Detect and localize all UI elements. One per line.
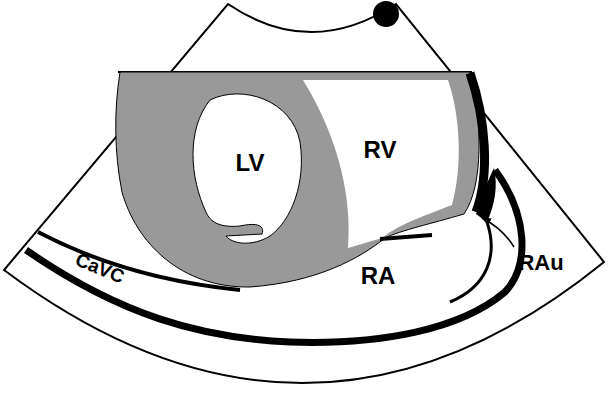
chamber-label: LV bbox=[236, 151, 265, 175]
rv-wall bbox=[470, 73, 485, 212]
atrial-inner-wall bbox=[450, 222, 491, 302]
auricle bbox=[476, 168, 496, 222]
chamber-label: RA bbox=[361, 264, 396, 288]
probe-marker bbox=[373, 1, 399, 27]
pointer-arrow bbox=[482, 218, 514, 247]
structure-label: RAu bbox=[518, 252, 563, 274]
chamber-label: RV bbox=[364, 138, 397, 162]
tricuspid-leaflet bbox=[380, 235, 432, 239]
lv-cavity bbox=[193, 94, 301, 243]
sector-outline bbox=[4, 4, 604, 383]
rv-cavity bbox=[303, 80, 459, 248]
myocardium bbox=[116, 72, 479, 287]
